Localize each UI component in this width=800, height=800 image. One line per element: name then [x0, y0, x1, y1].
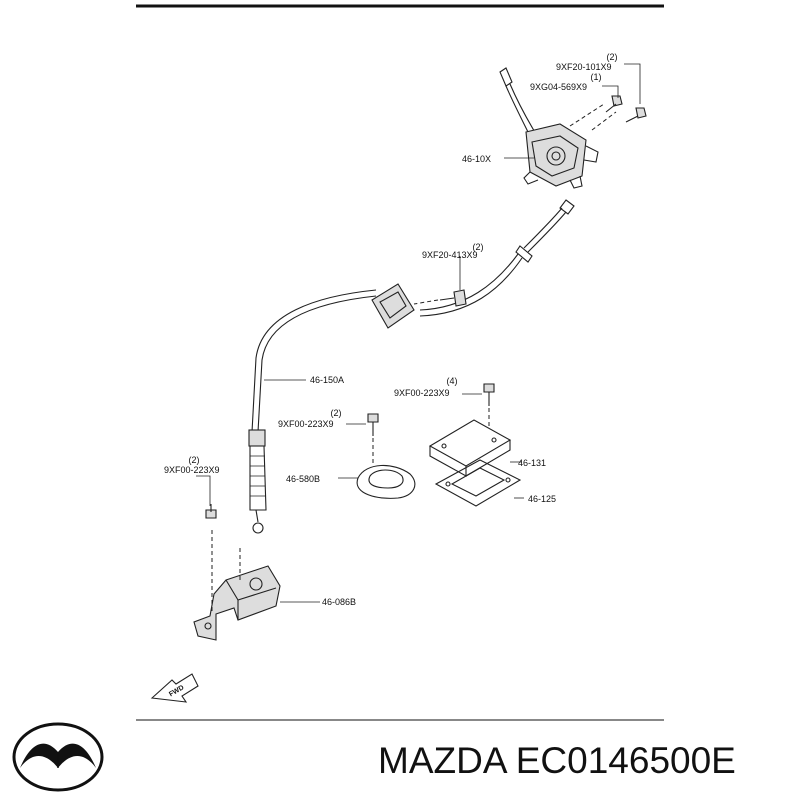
bolt-icon [605, 95, 623, 113]
callout-46-131: 46-131 [518, 458, 546, 468]
callout-46-150a: 46-150A [310, 375, 344, 385]
part-number: 9XF00-223X9 [394, 388, 450, 398]
callout-46-10x: 46-10X [462, 154, 491, 164]
plate-46-125 [434, 459, 522, 507]
bolt-icon [413, 289, 467, 307]
bolt-icon [483, 383, 495, 428]
callout-46-125: 46-125 [528, 494, 556, 504]
svg-text:(2): (2) [607, 52, 618, 62]
gasket-46-580B [356, 464, 416, 499]
cable-clip [371, 283, 415, 329]
part-number: 46-150A [310, 375, 344, 385]
svg-text:(2): (2) [331, 408, 342, 418]
part-number: 46-131 [518, 458, 546, 468]
part-number: 9XF00-223X9 [164, 465, 220, 475]
bracket-46-086B [193, 530, 281, 641]
callout-46-580b: 46-580B [286, 474, 320, 484]
callout-9xg04-569x9: (1) 9XG04-569X9 [530, 72, 602, 92]
mazda-logo-icon [12, 722, 104, 792]
part-number: 9XF20-101X9 [556, 62, 612, 72]
svg-text:(1): (1) [591, 72, 602, 82]
part-number: 9XF00-223X9 [278, 419, 334, 429]
svg-text:(4): (4) [447, 376, 458, 386]
part-number: 9XG04-569X9 [530, 82, 587, 92]
bolt-icon [367, 413, 379, 464]
callout-9xf20-101x9: (2) 9XF20-101X9 [556, 52, 618, 72]
bolt-icon [625, 107, 647, 123]
callout-9xf00-223x9-2b: (2) 9XF00-223X9 [164, 455, 220, 475]
svg-text:(2): (2) [473, 242, 484, 252]
callout-9xf00-223x9-4: (4) 9XF00-223X9 [394, 376, 458, 398]
shift-lever-assembly [499, 67, 617, 189]
svg-text:(2): (2) [189, 455, 200, 465]
bolt-icon [205, 504, 217, 519]
callout-9xf00-223x9-2a: (2) 9XF00-223X9 [278, 408, 342, 429]
leader-lines [196, 63, 641, 603]
part-caption: MAZDA EC0146500E [378, 740, 736, 781]
part-number: 9XF20-413X9 [422, 250, 478, 260]
part-number: 46-125 [528, 494, 556, 504]
callout-9xf20-413x9: (2) 9XF20-413X9 [422, 242, 484, 260]
shift-cable [248, 199, 575, 534]
part-number: 46-10X [462, 154, 491, 164]
part-number: 46-086B [322, 597, 356, 607]
callout-46-086b: 46-086B [322, 597, 356, 607]
part-number: 46-580B [286, 474, 320, 484]
plate-46-131 [428, 419, 512, 477]
fwd-arrow-icon: FWD [150, 673, 199, 703]
